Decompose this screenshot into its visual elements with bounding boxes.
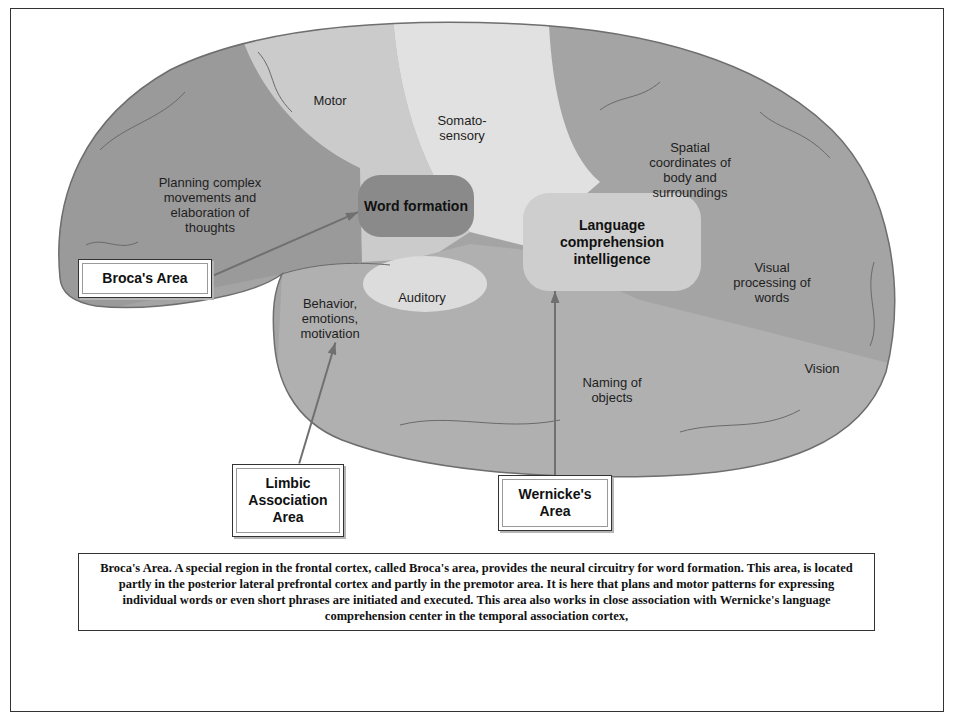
sulcus-line — [870, 262, 874, 346]
region-label: Behavior, emotions, motivation — [276, 294, 384, 343]
sulcus-line — [258, 52, 292, 112]
temporal-region — [260, 244, 954, 719]
node-text: Language comprehension intelligence — [529, 217, 695, 268]
area-label: Auditory — [382, 290, 462, 305]
area-label: Spatial coordinates of body and surround… — [640, 140, 740, 200]
area-label: Vision — [792, 361, 852, 376]
caption-text: Broca's Area. A special region in the fr… — [91, 560, 862, 624]
sulcus-line — [86, 242, 138, 245]
sulcus-line — [600, 82, 660, 110]
area-label: Naming of objects — [570, 375, 654, 405]
area-label: Visual processing of words — [730, 260, 814, 305]
node-text: Broca's Area — [87, 270, 203, 287]
node-text: Wernicke's Area — [507, 486, 603, 520]
arrow-connector — [554, 291, 556, 475]
callout-box: Broca's Area — [78, 259, 212, 298]
node-text: Behavior, emotions, motivation — [278, 296, 382, 341]
sulcus-line — [680, 410, 800, 432]
callout-box: Wernicke's Area — [498, 475, 612, 531]
sulcus-line — [400, 420, 560, 425]
caption-box: Broca's Area. A special region in the fr… — [78, 553, 875, 631]
area-label: Somato- sensory — [427, 113, 497, 143]
brain-region: Language comprehension intelligence — [523, 193, 701, 291]
node-text: Word formation — [364, 198, 468, 215]
node-text: Limbic Association Area — [241, 475, 335, 526]
brain-region: Word formation — [358, 175, 474, 237]
area-label: Planning complex movements and elaborati… — [148, 175, 273, 235]
area-label: Motor — [295, 93, 365, 108]
callout-box: Limbic Association Area — [232, 464, 344, 537]
arrow-connector — [299, 343, 335, 464]
lateral-sulcus — [282, 263, 390, 274]
brain-outline — [59, 22, 895, 476]
sulcus-line — [100, 92, 185, 150]
